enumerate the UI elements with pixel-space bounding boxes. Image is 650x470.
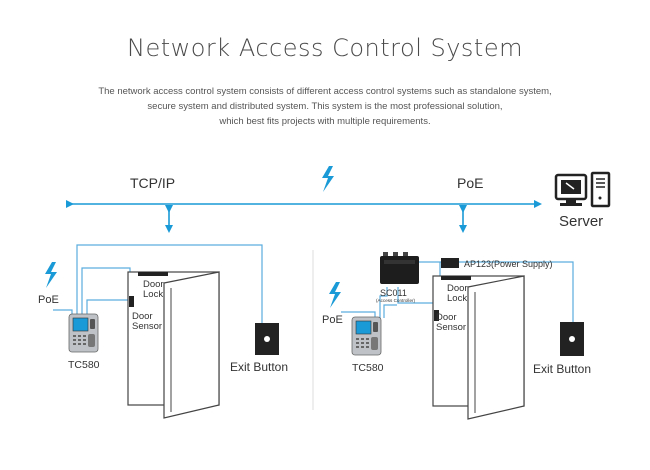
left-door-leaf: [163, 271, 220, 419]
right-terminal-label: TC580: [352, 362, 384, 374]
left-door-sensor-device: [129, 296, 134, 307]
right-door-sensor-device: [434, 310, 439, 321]
right-exit-button-icon: [560, 322, 584, 356]
left-terminal-label: TC580: [68, 359, 100, 371]
right-exit-button-label: Exit Button: [533, 362, 591, 376]
left-tc580-terminal: [68, 313, 99, 353]
power-supply-icon: [441, 258, 459, 268]
left-door-sensor-label-1: Door: [132, 311, 153, 322]
left-exit-button-icon: [255, 323, 279, 355]
power-supply-label: AP123(Power Supply): [464, 259, 553, 269]
controller-label: SC011: [380, 288, 407, 298]
tcp-ip-label: TCP/IP: [130, 175, 175, 191]
right-door-lock-label-2: Lock: [447, 293, 467, 304]
right-door-sensor-label-1: Door: [436, 312, 457, 323]
poe-backbone-label: PoE: [457, 175, 483, 191]
server-icon: [554, 171, 611, 208]
lightning-icon: [322, 166, 334, 192]
left-door-lock-device: [138, 272, 168, 276]
description: The network access control system consis…: [40, 84, 610, 129]
left-door-lock-label-1: Door: [143, 279, 164, 290]
page-title: Network Access Control System: [126, 34, 523, 62]
left-door-lock-label-2: Lock: [143, 289, 163, 300]
left-poe-lightning-icon: [45, 262, 57, 288]
right-door-lock-label-1: Door: [447, 283, 468, 294]
left-system: PoE Door Lock Door Sensor: [38, 244, 288, 419]
left-poe-label: PoE: [38, 294, 59, 306]
left-door-sensor-label-2: Sensor: [132, 321, 162, 332]
right-poe-label: PoE: [322, 314, 343, 326]
controller-sub-label: (Access Controller): [376, 298, 416, 303]
right-tc580-terminal: [351, 316, 382, 356]
right-door-sensor-label-2: Sensor: [436, 322, 466, 333]
description-line: The network access control system consis…: [98, 86, 552, 97]
sc011-controller-icon: [380, 252, 419, 284]
network-backbone: TCP/IP PoE: [66, 166, 542, 233]
left-exit-button-label: Exit Button: [230, 360, 288, 374]
description-line: secure system and distributed system. Th…: [147, 101, 503, 112]
server-label: Server: [559, 213, 603, 230]
right-system: SC011 (Access Controller) AP123(Power Su…: [322, 252, 591, 420]
description-line: which best fits projects with multiple r…: [219, 116, 431, 127]
right-poe-lightning-icon: [329, 282, 341, 308]
right-door-lock-device: [441, 276, 471, 280]
right-door-leaf: [467, 275, 525, 420]
